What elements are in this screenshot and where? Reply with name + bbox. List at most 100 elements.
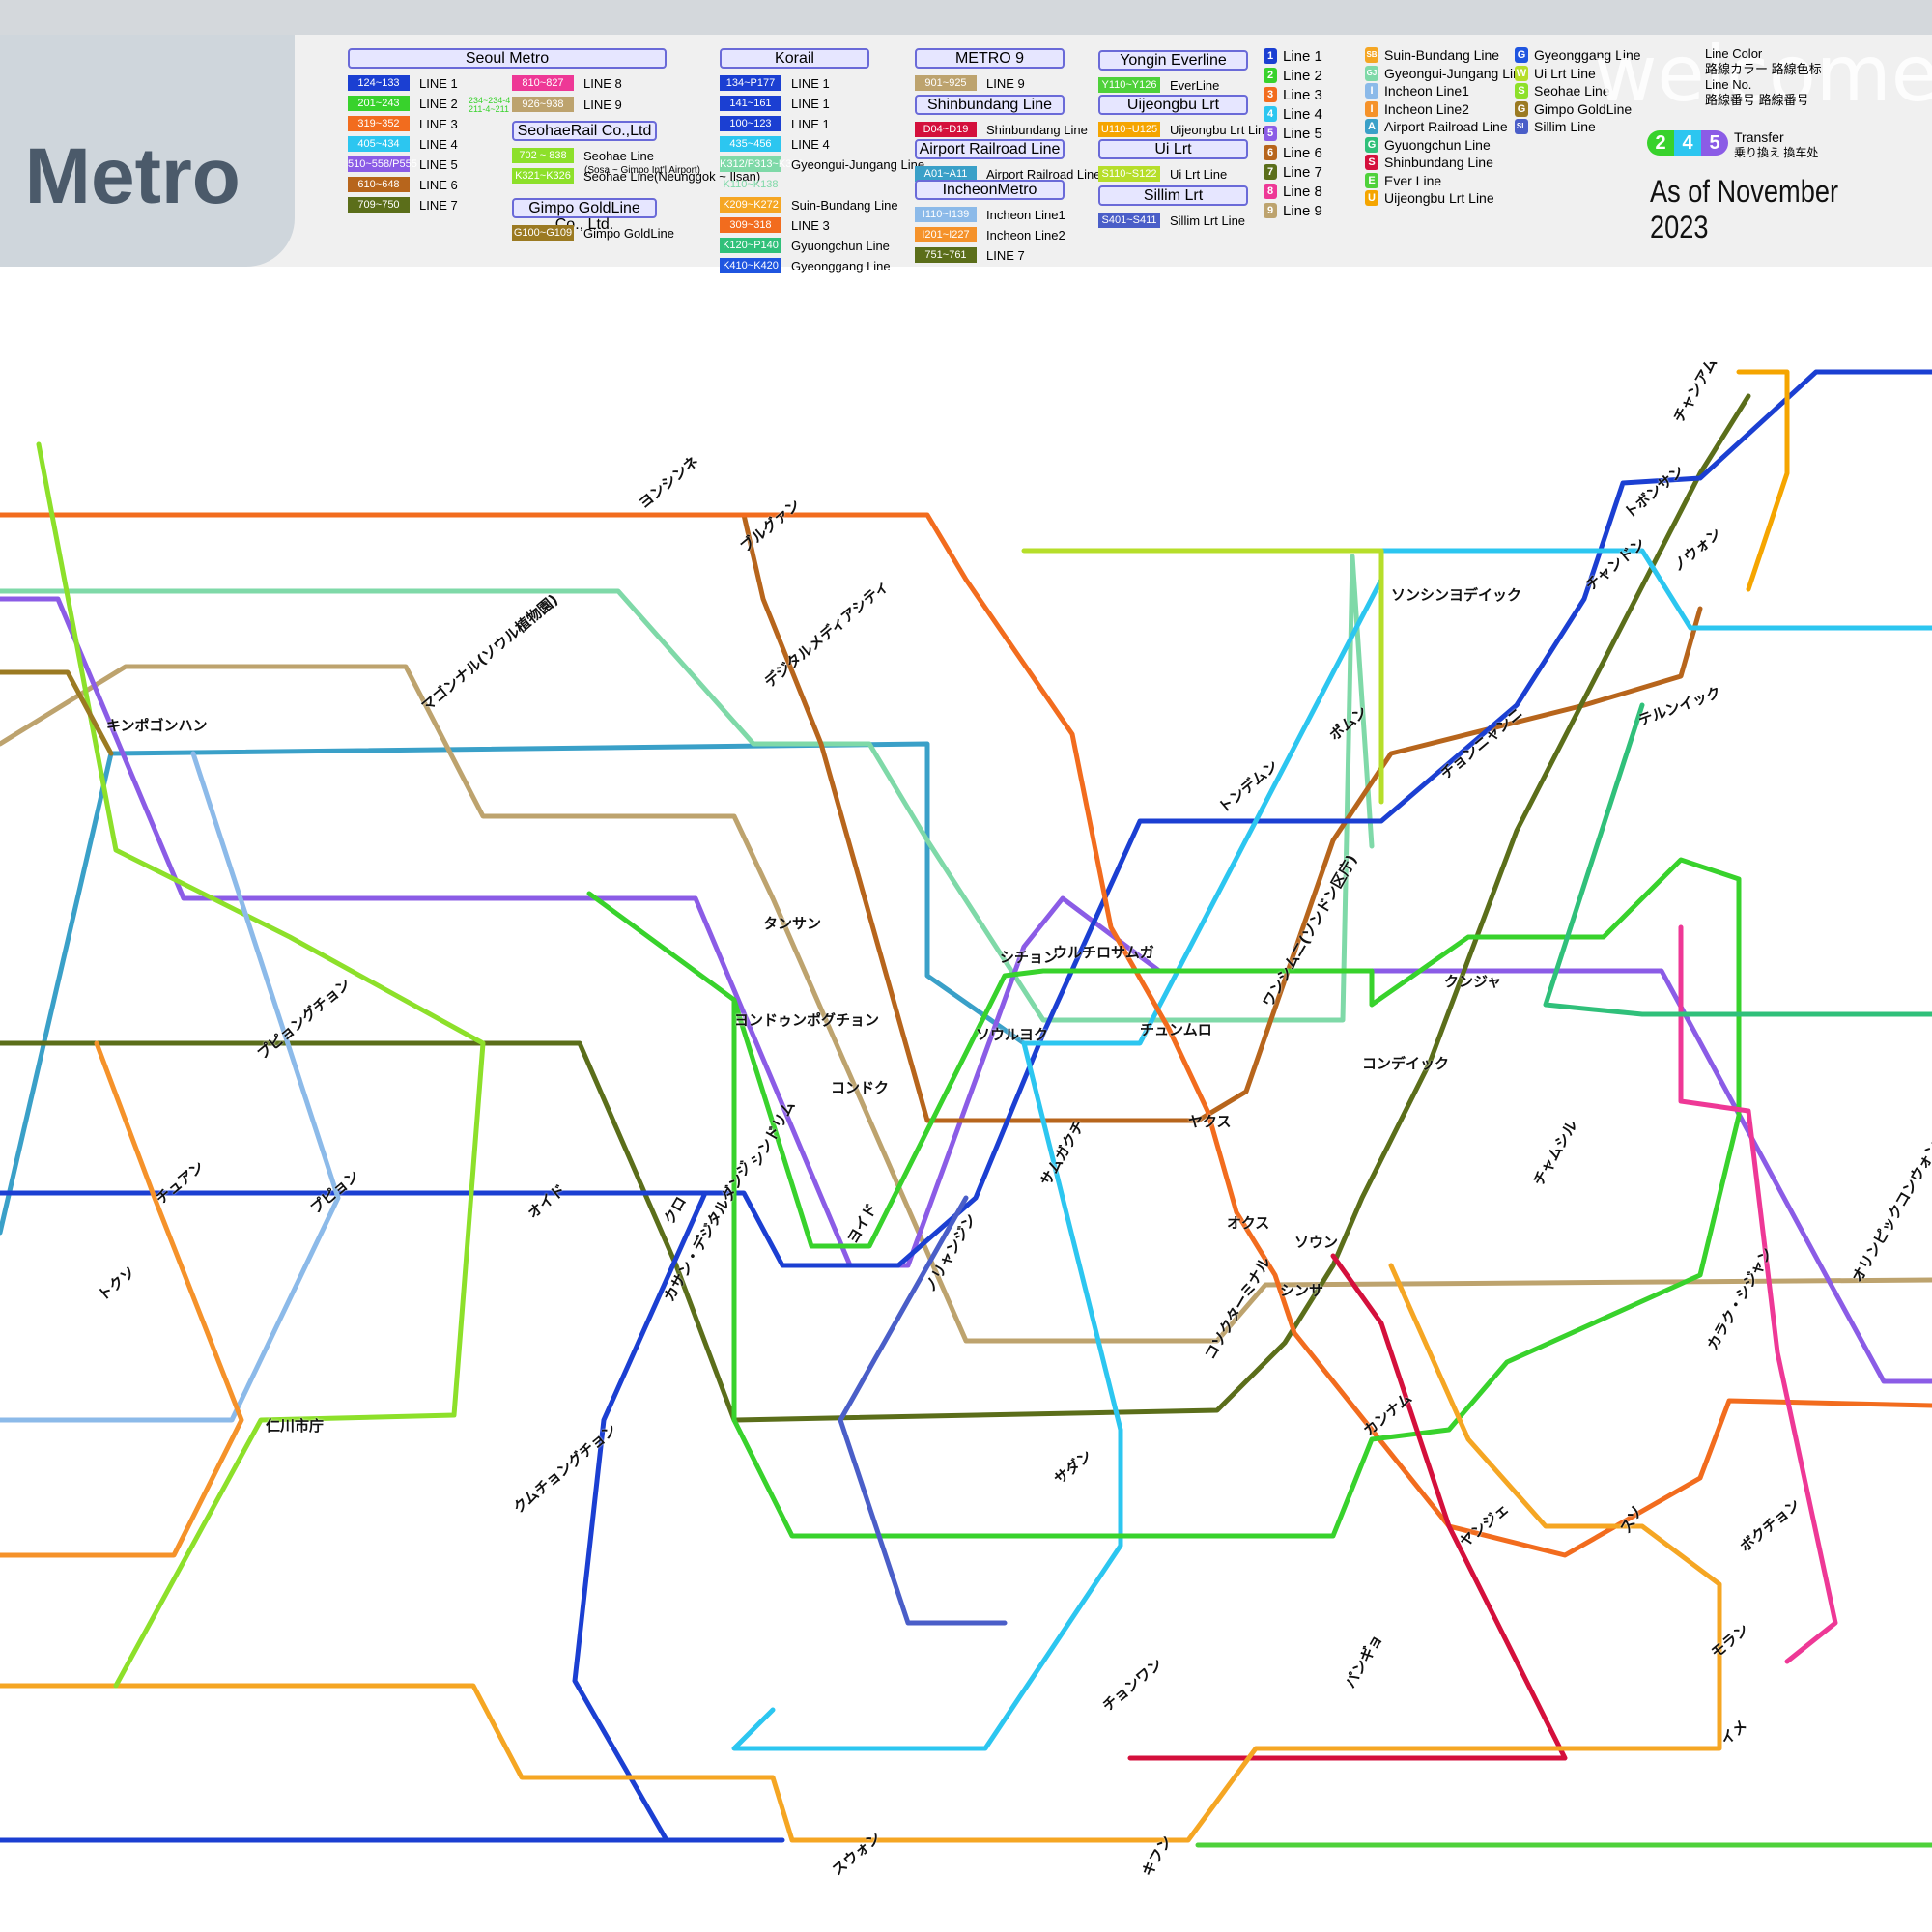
station-label[interactable]: ソウン [1294, 1234, 1339, 1251]
station-code-range: 405~434 [348, 136, 410, 152]
line-badge-label: Ui Lrt Line [1534, 65, 1596, 81]
key-line-no-jp: 路線番号 路線番号 [1705, 93, 1809, 107]
station-code-range: 702 ~ 838 [512, 148, 574, 163]
line-badge-icon: U [1365, 190, 1378, 207]
key-line-color-jp: 路線カラー 路線色标 [1705, 62, 1822, 76]
legend-group-title: Shinbundang Line [915, 95, 1065, 115]
legend-line-label: LINE 1 [791, 96, 830, 111]
station-label[interactable]: ヤクス [1188, 1113, 1232, 1130]
legend-line-label: LINE 9 [583, 97, 622, 112]
top-bar [0, 0, 1932, 35]
legend-line-label: Uijeongbu Lrt Line [1170, 122, 1272, 137]
station-code-range: 610~648 [348, 177, 410, 192]
legend-line-label: LINE 7 [986, 247, 1025, 263]
legend-line-label: Gyeongui-Jungang Line [791, 156, 925, 172]
line-shinbundang [1127, 1253, 1568, 1761]
legend-line-label: Incheon Line1 [986, 207, 1065, 222]
key-line-no: Line No. [1705, 77, 1752, 92]
line-incheon1 [0, 751, 341, 1423]
legend-line-label: LINE 5 [419, 156, 458, 172]
subway-map [0, 369, 1932, 1848]
line-badge-icon: W [1515, 65, 1528, 81]
line-badge-label: Line 5 [1283, 125, 1322, 142]
line-gyeongchun [1543, 702, 1932, 1017]
station-label[interactable]: ウルチロサムガ [1053, 944, 1154, 961]
station-label[interactable]: キンポゴンハン [106, 717, 208, 734]
line-8 [1678, 924, 1838, 1664]
station-label[interactable]: コンドク [831, 1079, 890, 1096]
station-code-range: I110~I139 [915, 207, 977, 222]
line-badge-icon: S [1365, 155, 1378, 171]
line-ui [1021, 548, 1384, 805]
line-badge-icon: S [1515, 83, 1528, 99]
station-code-range: 201~243 [348, 96, 410, 111]
line-badge-icon: 4 [1264, 106, 1277, 122]
station-label[interactable]: シンサ [1280, 1282, 1324, 1299]
station-code-range: K209~K272 [720, 197, 781, 213]
title-box: ul Metro [0, 35, 295, 267]
station-label[interactable]: シチョン [1000, 949, 1059, 966]
legend-line-label: Gyuongchun Line [791, 238, 890, 253]
station-code-range: 810~827 [512, 75, 574, 91]
station-label[interactable]: タンサン [763, 915, 822, 932]
line-badge-label: Line 8 [1283, 183, 1322, 200]
line-badge-row: W Ui Lrt Line [1515, 65, 1641, 83]
station-label[interactable]: オクス [1227, 1214, 1270, 1232]
line-badge-label: Uijeongbu Lrt Line [1384, 190, 1494, 207]
station-label[interactable]: クンジャ [1444, 973, 1502, 990]
legend-line-label: Incheon Line2 [986, 227, 1065, 242]
station-label[interactable]: ソンシンヨデイック [1391, 586, 1522, 604]
line-7 [0, 393, 1751, 1423]
line-gimpo [0, 669, 114, 756]
line-badge-label: Incheon Line2 [1384, 100, 1469, 117]
station-code-range: 901~925 [915, 75, 977, 91]
legend-line-label: Airport Railroad Line [986, 166, 1101, 182]
station-label[interactable]: ソウルヨク [976, 1026, 1049, 1043]
station-label[interactable]: コンデイック [1362, 1055, 1450, 1072]
transfer-line-5: 5 [1701, 130, 1728, 156]
line-badge-icon: G [1365, 136, 1378, 153]
line-badge-icon: 2 [1264, 68, 1277, 83]
line-6 [664, 512, 1703, 1123]
line-badge-icon: 5 [1264, 126, 1277, 141]
station-label[interactable]: チュンムロ [1140, 1021, 1212, 1038]
line-badge-label: Line 1 [1283, 47, 1322, 65]
line-badge-label: Line 7 [1283, 163, 1322, 181]
legend-line-label: EverLine [1170, 77, 1220, 93]
line-airport [0, 741, 1027, 1236]
legend-group-title: IncheonMetro [915, 180, 1065, 200]
station-code-range: S110~S122 [1098, 166, 1160, 182]
line-badge-label: Suin-Bundang Line [1384, 47, 1500, 64]
line-badge-icon: GJ [1365, 65, 1378, 81]
line-badge-label: Airport Railroad Line [1384, 119, 1508, 135]
legend-line-label: Sillim Lrt Line [1170, 213, 1246, 228]
line-badge-label: Line 4 [1283, 105, 1322, 123]
watermark: welcome [1594, 29, 1932, 119]
key-transfer-jp: 乗り換え 換车处 [1734, 146, 1819, 159]
station-label[interactable]: ヨンドゥンポグチョン [734, 1011, 880, 1029]
station-code-range: K410~K420 [720, 258, 781, 273]
line-badge-label: Ever Line [1384, 172, 1442, 188]
station-label[interactable]: 仁川市庁 [266, 1417, 325, 1435]
line-badge-icon: 3 [1264, 87, 1277, 102]
line-badge-icon: G [1515, 100, 1528, 117]
